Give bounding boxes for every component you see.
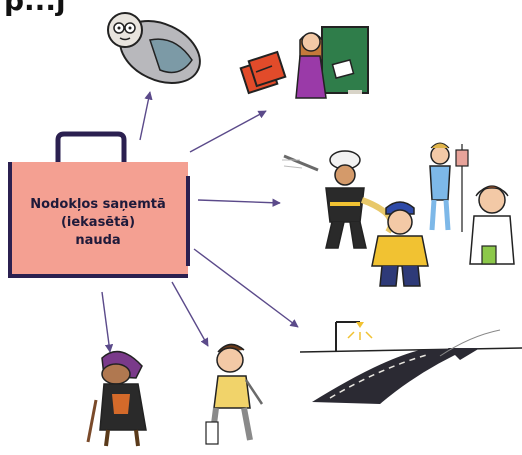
firefighter-icon: [282, 150, 394, 249]
road-surface: [312, 348, 470, 404]
chalkboard: [321, 26, 369, 94]
teacher-icon: [239, 26, 369, 99]
arrow-to-baby: [139, 91, 153, 141]
page-heading-fragment: p...j: [4, 0, 66, 17]
police-officer-icon: [371, 201, 429, 287]
arrow-to-elderly: [101, 291, 114, 353]
arrow-to-teacher: [189, 110, 267, 153]
money-box-outline: [8, 162, 190, 278]
arrow-to-emergency: [197, 198, 281, 207]
injured-man-icon: [205, 343, 264, 445]
nurse-icon: [429, 142, 469, 232]
money-box: Nodokļos saņemtā (iekasētā) nauda: [8, 131, 190, 278]
road-icon: [299, 321, 522, 404]
distribution-arrows: [101, 91, 299, 353]
money-box-handle: [55, 131, 127, 162]
arrow-to-injured: [171, 281, 209, 347]
elderly-woman-icon: [86, 350, 147, 447]
arrow-to-road: [193, 248, 299, 328]
money-box-body: [10, 162, 188, 274]
baby-icon: [107, 12, 201, 84]
money-box-label-line3: nauda: [75, 233, 120, 248]
doctor-icon: [469, 185, 515, 265]
money-box-label-line1: Nodokļos saņemtā: [30, 197, 165, 212]
money-box-label-line2: (iekasētā): [61, 215, 135, 230]
books: [239, 50, 287, 95]
